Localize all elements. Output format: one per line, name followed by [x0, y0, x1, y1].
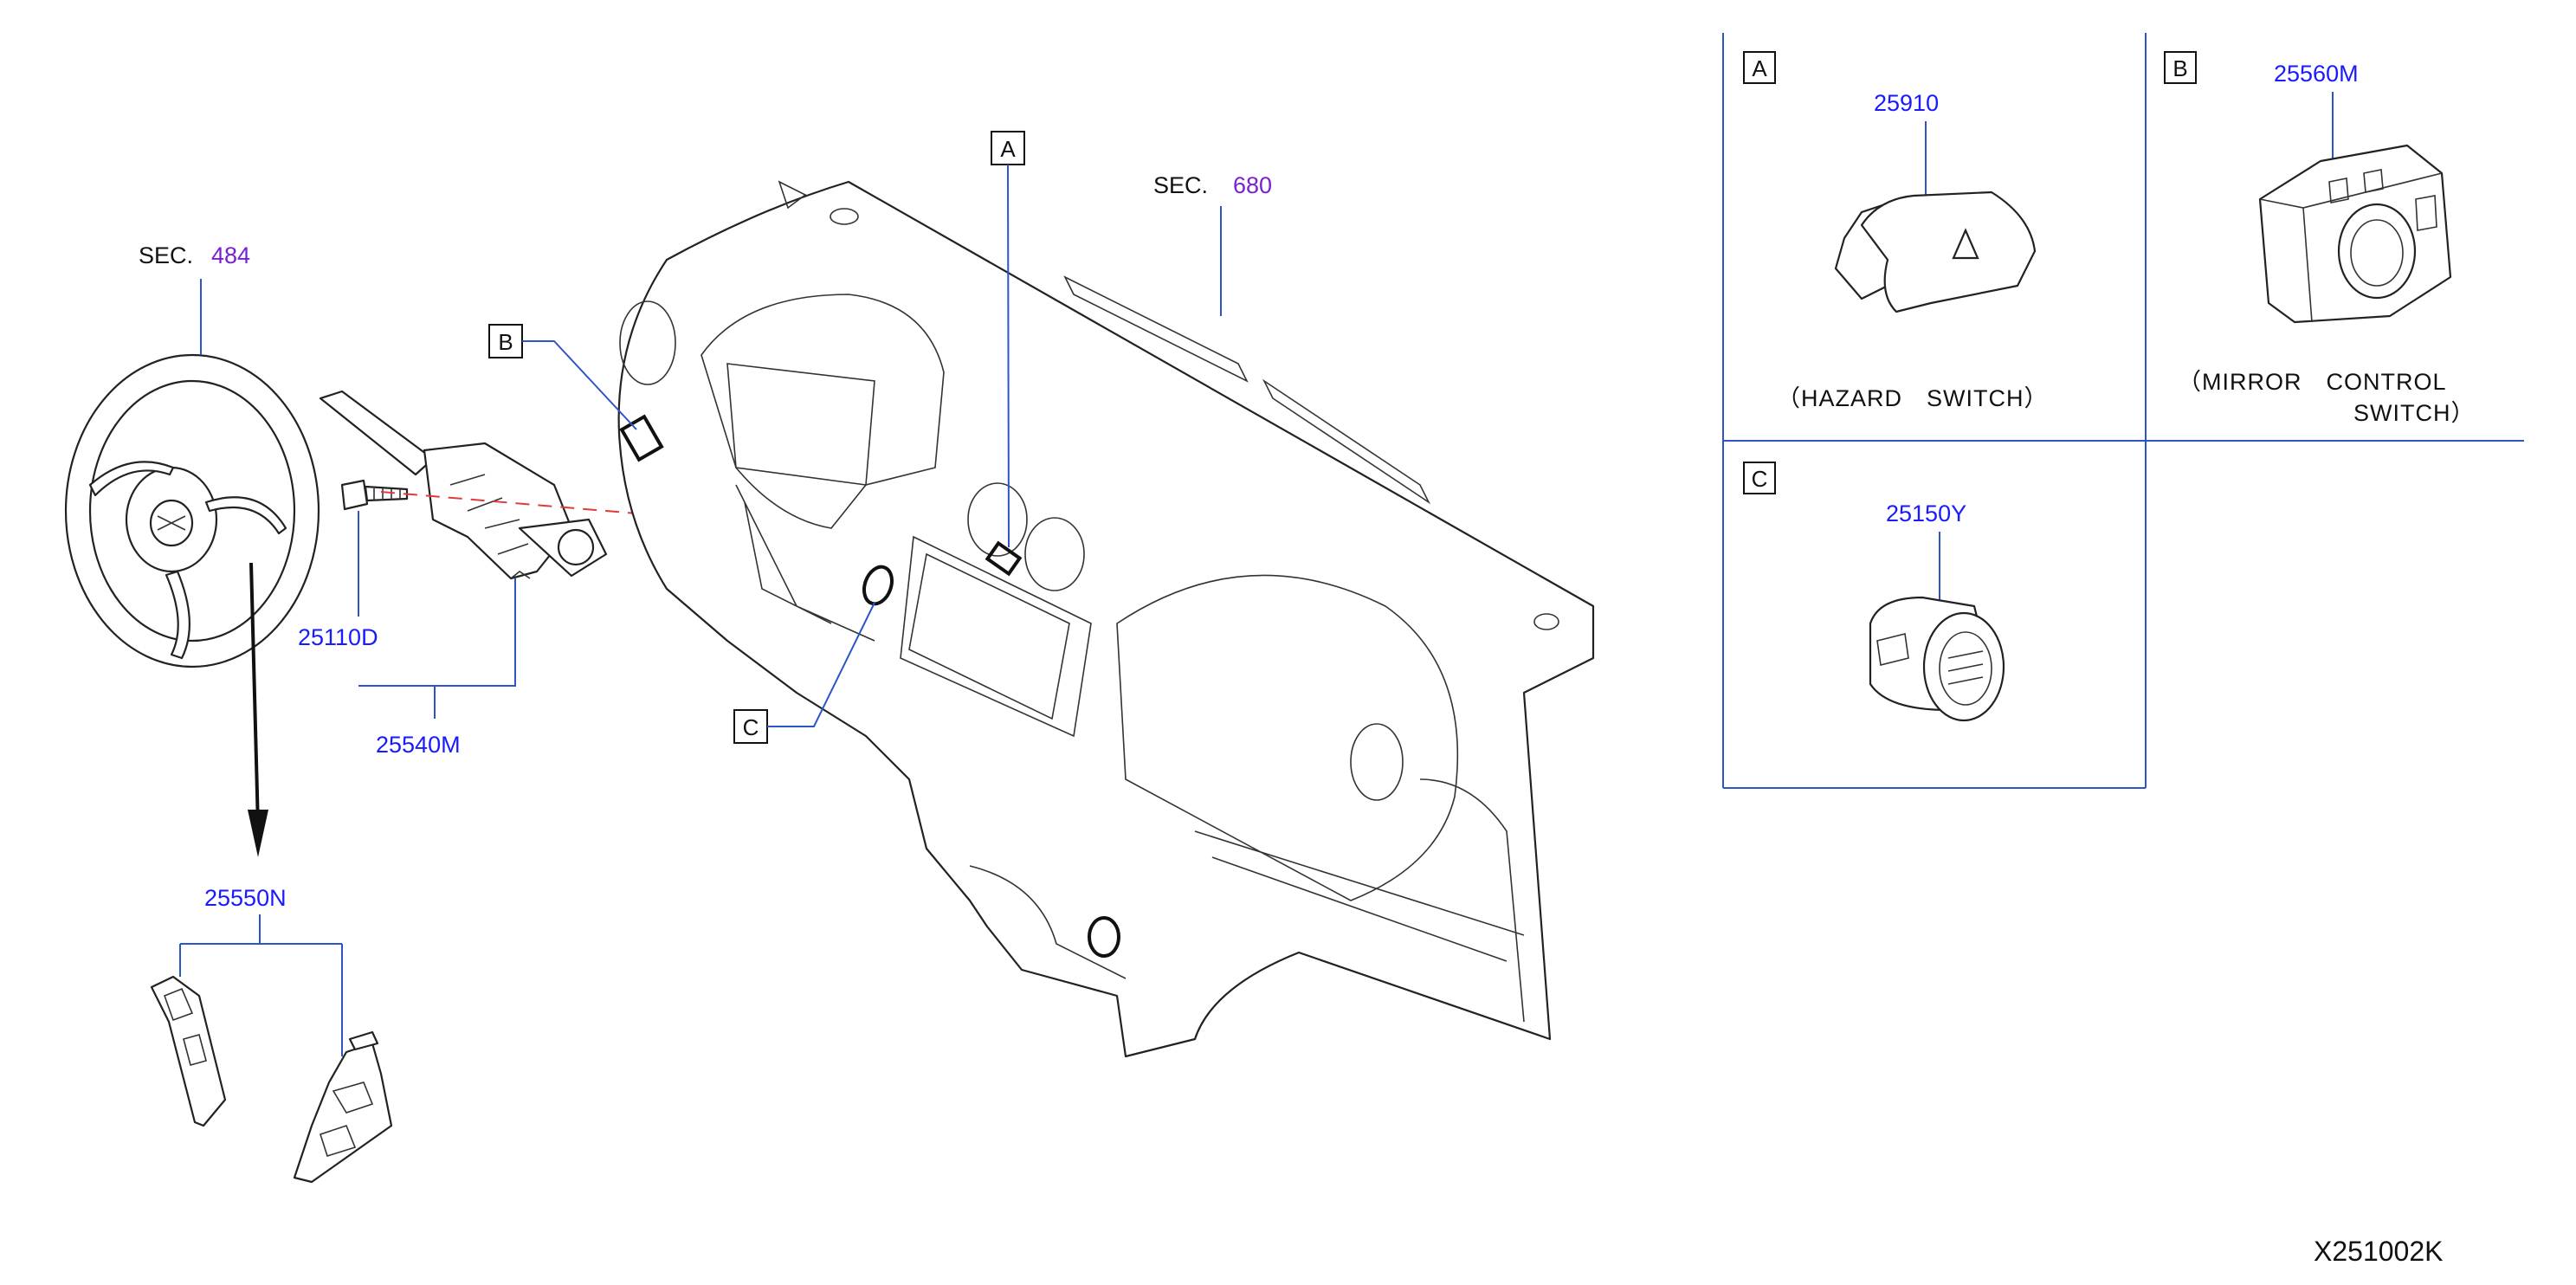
combination-switch-part-number: 25540M — [376, 732, 461, 758]
svg-text:484: 484 — [211, 242, 250, 268]
detail-panel-b: B 25560M （MIRROR CONTROL SWITCH） — [2164, 51, 2475, 426]
panel-b-label: B — [2164, 51, 2197, 84]
mirror-switch-caption-line1: （MIRROR CONTROL — [2178, 369, 2447, 395]
mirror-switch-caption-line2: SWITCH） — [2353, 400, 2475, 426]
callout-b-location — [619, 414, 664, 462]
callout-c-location — [862, 565, 894, 606]
detail-panel-grid — [1722, 33, 2524, 789]
callout-a-location — [985, 540, 1023, 577]
instrument-panel — [617, 180, 1595, 1058]
svg-text:SEC.: SEC. — [139, 242, 193, 268]
detail-panel-c: C 25150Y — [1743, 462, 2005, 722]
callout-a-leader — [1007, 164, 1010, 548]
combination-switch-part[interactable] — [319, 390, 608, 580]
mirror-switch-part-number: 25560M — [2274, 61, 2359, 87]
steering-section-label: SEC. 484 — [139, 242, 250, 268]
hazard-switch-part[interactable] — [1834, 190, 2037, 313]
diagram-code: X251002K — [2314, 1236, 2443, 1267]
steering-wheel[interactable] — [64, 353, 320, 668]
push-switch-part[interactable] — [1869, 596, 2005, 722]
callout-b[interactable]: B — [488, 324, 523, 358]
callout-c[interactable]: C — [733, 709, 768, 744]
detail-panel-a: A 25910 （HAZARD SWITCH） — [1743, 51, 2049, 411]
steering-switch-right-part[interactable] — [293, 1030, 393, 1184]
hazard-switch-caption: （HAZARD SWITCH） — [1777, 385, 2049, 411]
push-switch-part-number: 25150Y — [1886, 500, 1966, 526]
callout-a[interactable]: A — [991, 131, 1025, 165]
callout-c-leader — [767, 602, 875, 727]
svg-text:C: C — [1752, 466, 1768, 492]
steering-switch-bracket — [179, 914, 343, 1056]
panel-a-label: A — [1743, 51, 1776, 84]
callout-b-leader — [522, 340, 637, 430]
knee-switch-location — [1088, 916, 1120, 958]
svg-text:B: B — [498, 329, 513, 355]
hazard-switch-part-number: 25910 — [1874, 90, 1939, 116]
bolt-part[interactable] — [340, 479, 409, 511]
panel-c-label: C — [1743, 462, 1776, 494]
bolt-part-number: 25110D — [298, 624, 378, 650]
svg-text:680: 680 — [1233, 172, 1272, 198]
svg-text:A: A — [1752, 55, 1767, 81]
down-arrow-icon — [248, 562, 268, 857]
dashed-leader — [380, 491, 832, 531]
svg-text:SEC.: SEC. — [1153, 172, 1208, 198]
combination-switch-bracket — [358, 578, 516, 719]
steering-switch-left-part[interactable] — [150, 975, 227, 1127]
dashboard-section-label: SEC. 680 — [1153, 172, 1272, 198]
steering-switch-part-number: 25550N — [204, 885, 287, 911]
svg-text:A: A — [1000, 136, 1016, 162]
svg-text:C: C — [743, 714, 759, 740]
svg-text:B: B — [2172, 55, 2187, 81]
mirror-switch-part[interactable] — [2258, 144, 2452, 324]
